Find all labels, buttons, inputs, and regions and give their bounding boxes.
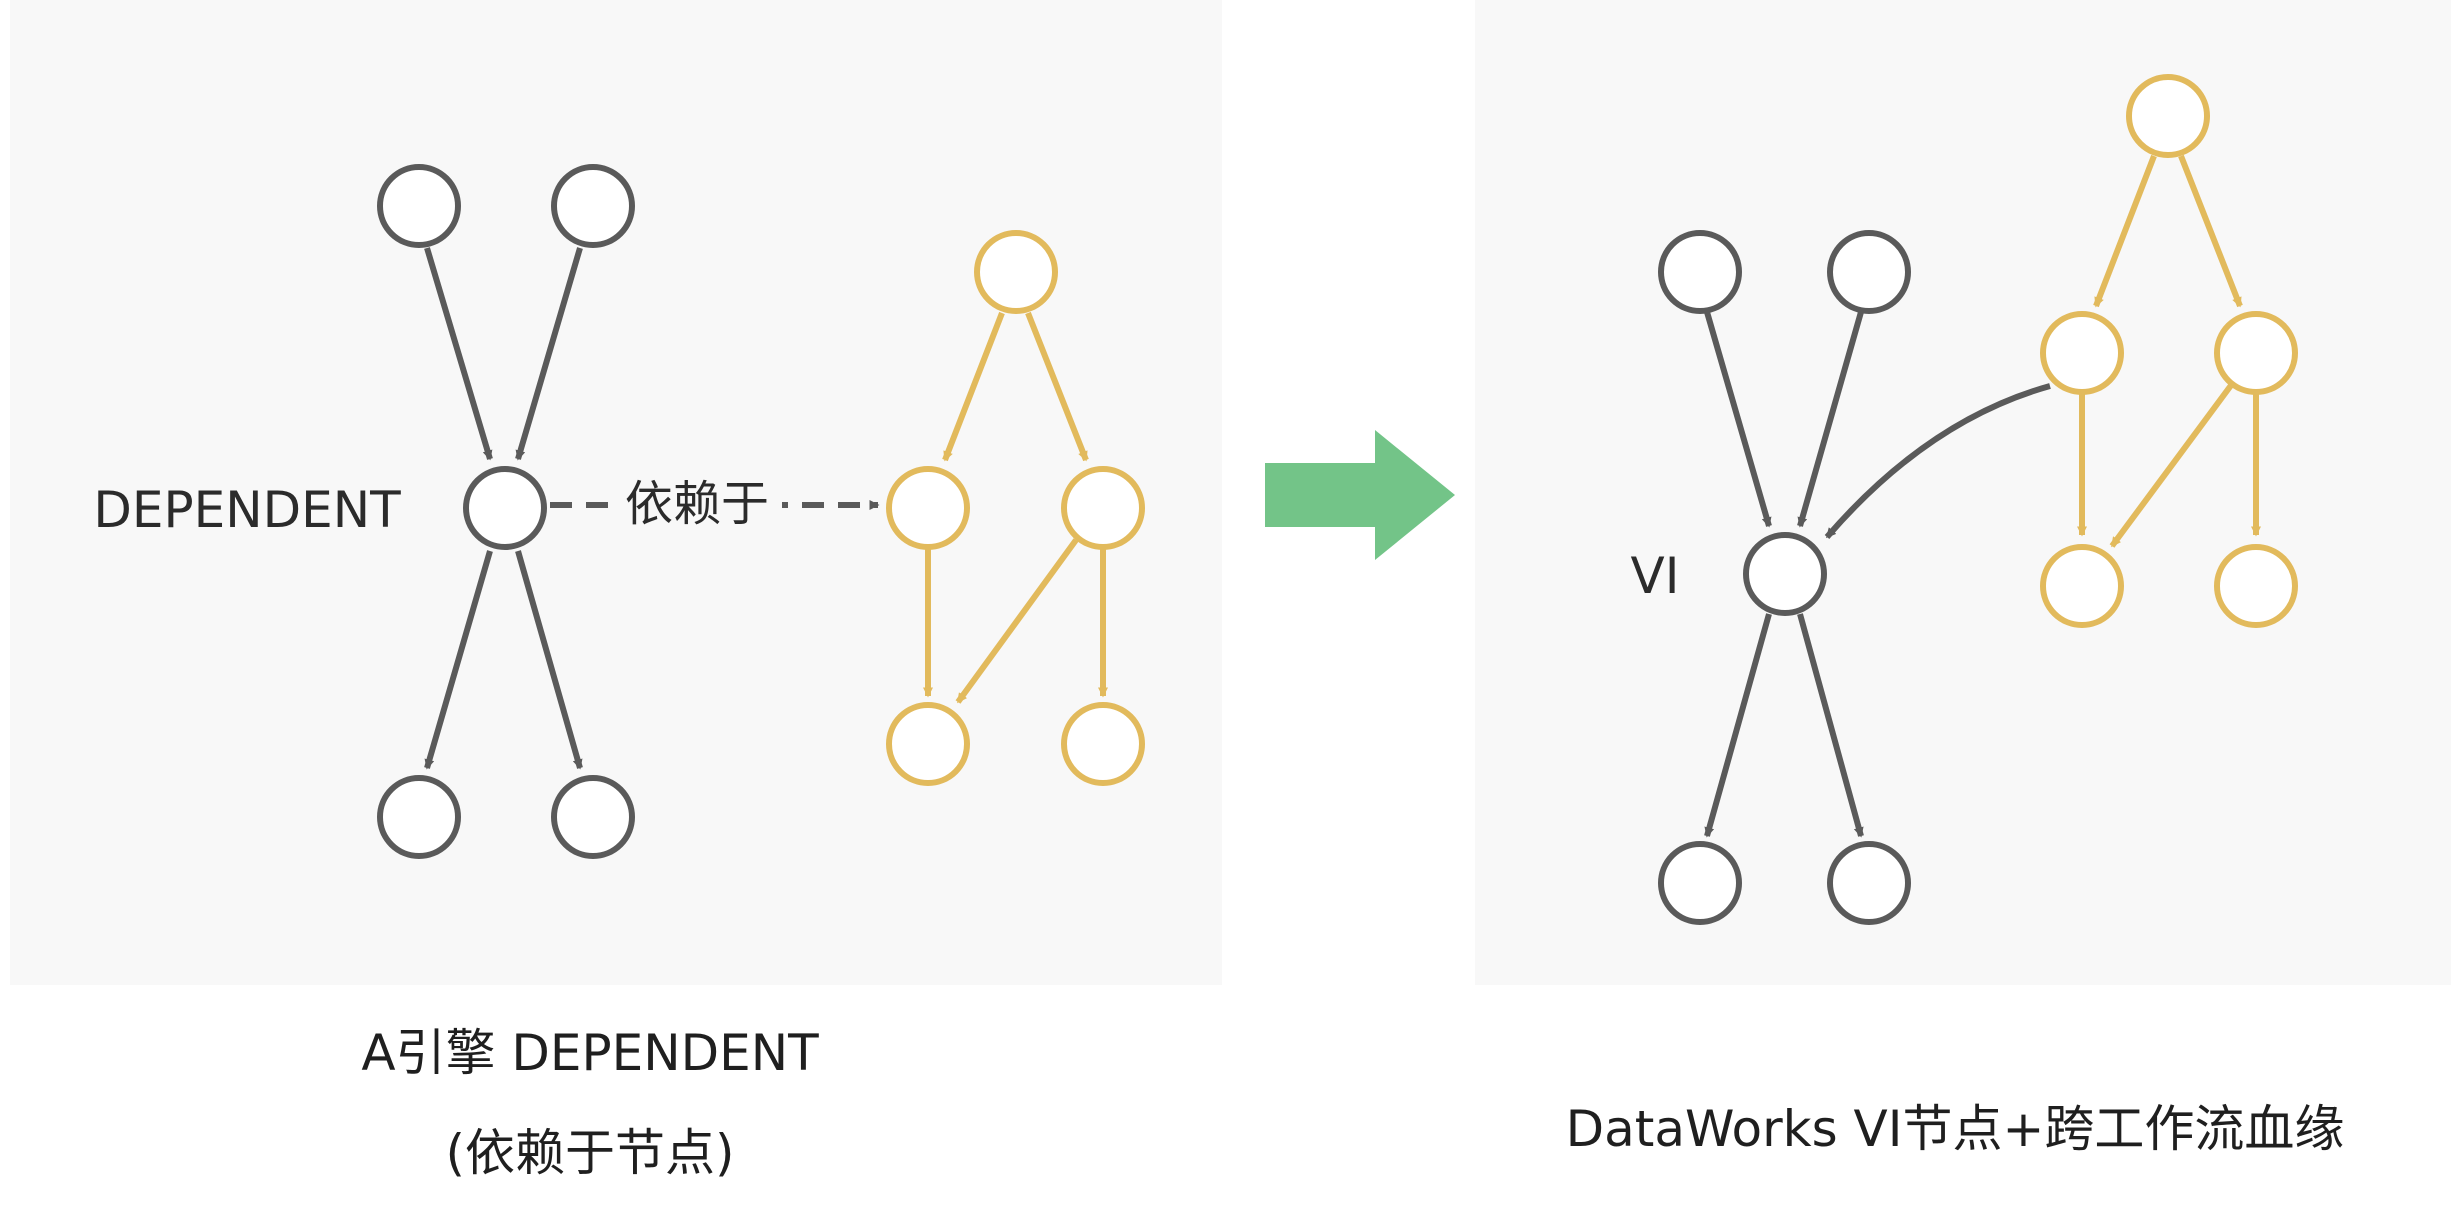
left-gold-nodes [886, 230, 1145, 786]
right-gold-node-bottom-right [2214, 544, 2298, 628]
left-node-top-right [551, 164, 635, 248]
left-caption-line1: A引擎 DEPENDENT [361, 1024, 819, 1082]
dependent-node-label: DEPENDENT [93, 481, 401, 539]
left-gold-node-bottom-right [1061, 702, 1145, 786]
right-gold-edges [2077, 154, 2261, 548]
right-gold-node-bottom-left [2040, 544, 2124, 628]
left-edge-dependent-to-bl [424, 550, 493, 770]
right-edge-tl-to-vi [1704, 311, 1772, 528]
dependency-label-bg [612, 470, 782, 534]
left-gray-edges [424, 247, 583, 770]
right-node-top-right [1827, 230, 1911, 314]
right-gray-edges [1704, 311, 2051, 838]
right-gold-edge-top-to-ml [2093, 154, 2157, 308]
right-gold-edge-mr-to-bl [2109, 382, 2235, 548]
dependency-label: 依赖于 [625, 476, 769, 532]
vi-node-label: VI [1631, 547, 1680, 605]
right-edge-cross-workflow [1824, 383, 2051, 539]
left-gold-edge-mr-to-bl [955, 538, 1079, 704]
left-caption-line2: (依赖于节点) [445, 1124, 734, 1182]
left-gold-edge-top-to-mr [1025, 311, 1089, 462]
left-node-top-left [377, 164, 461, 248]
left-gold-node-mid-left [886, 466, 970, 550]
left-node-bottom-left [377, 775, 461, 859]
right-panel [1475, 0, 2451, 985]
right-edge-vi-to-bl [1704, 613, 1772, 838]
right-node-bottom-right [1827, 841, 1911, 925]
right-edge-vi-to-br [1797, 613, 1864, 838]
left-gold-node-bottom-left [886, 702, 970, 786]
right-node-bottom-left [1658, 841, 1742, 925]
left-node-bottom-right [551, 775, 635, 859]
right-caption: DataWorks VI节点+跨工作流血缘 [1566, 1100, 2345, 1158]
left-edge-dependent-to-br [515, 550, 583, 770]
right-gray-nodes [1658, 230, 1911, 925]
left-edge-tr-to-dependent [515, 247, 583, 461]
left-edge-tl-to-dependent [424, 247, 493, 461]
left-node-dependent [463, 466, 547, 550]
left-gold-edges [923, 311, 1108, 704]
left-gold-node-top [974, 230, 1058, 314]
right-node-vi [1743, 532, 1827, 616]
left-gray-nodes [377, 164, 635, 859]
left-gold-edge-top-to-ml [942, 311, 1005, 462]
right-gold-edge-top-to-mr [2178, 154, 2243, 308]
right-gold-node-mid-right [2214, 311, 2298, 395]
left-gold-node-mid-right [1061, 466, 1145, 550]
right-edge-tr-to-vi [1797, 311, 1864, 528]
right-node-top-left [1658, 230, 1742, 314]
right-gold-nodes [2040, 74, 2298, 628]
right-gold-node-mid-left [2040, 311, 2124, 395]
transition-arrow [1265, 430, 1455, 560]
right-gold-node-top [2126, 74, 2210, 158]
